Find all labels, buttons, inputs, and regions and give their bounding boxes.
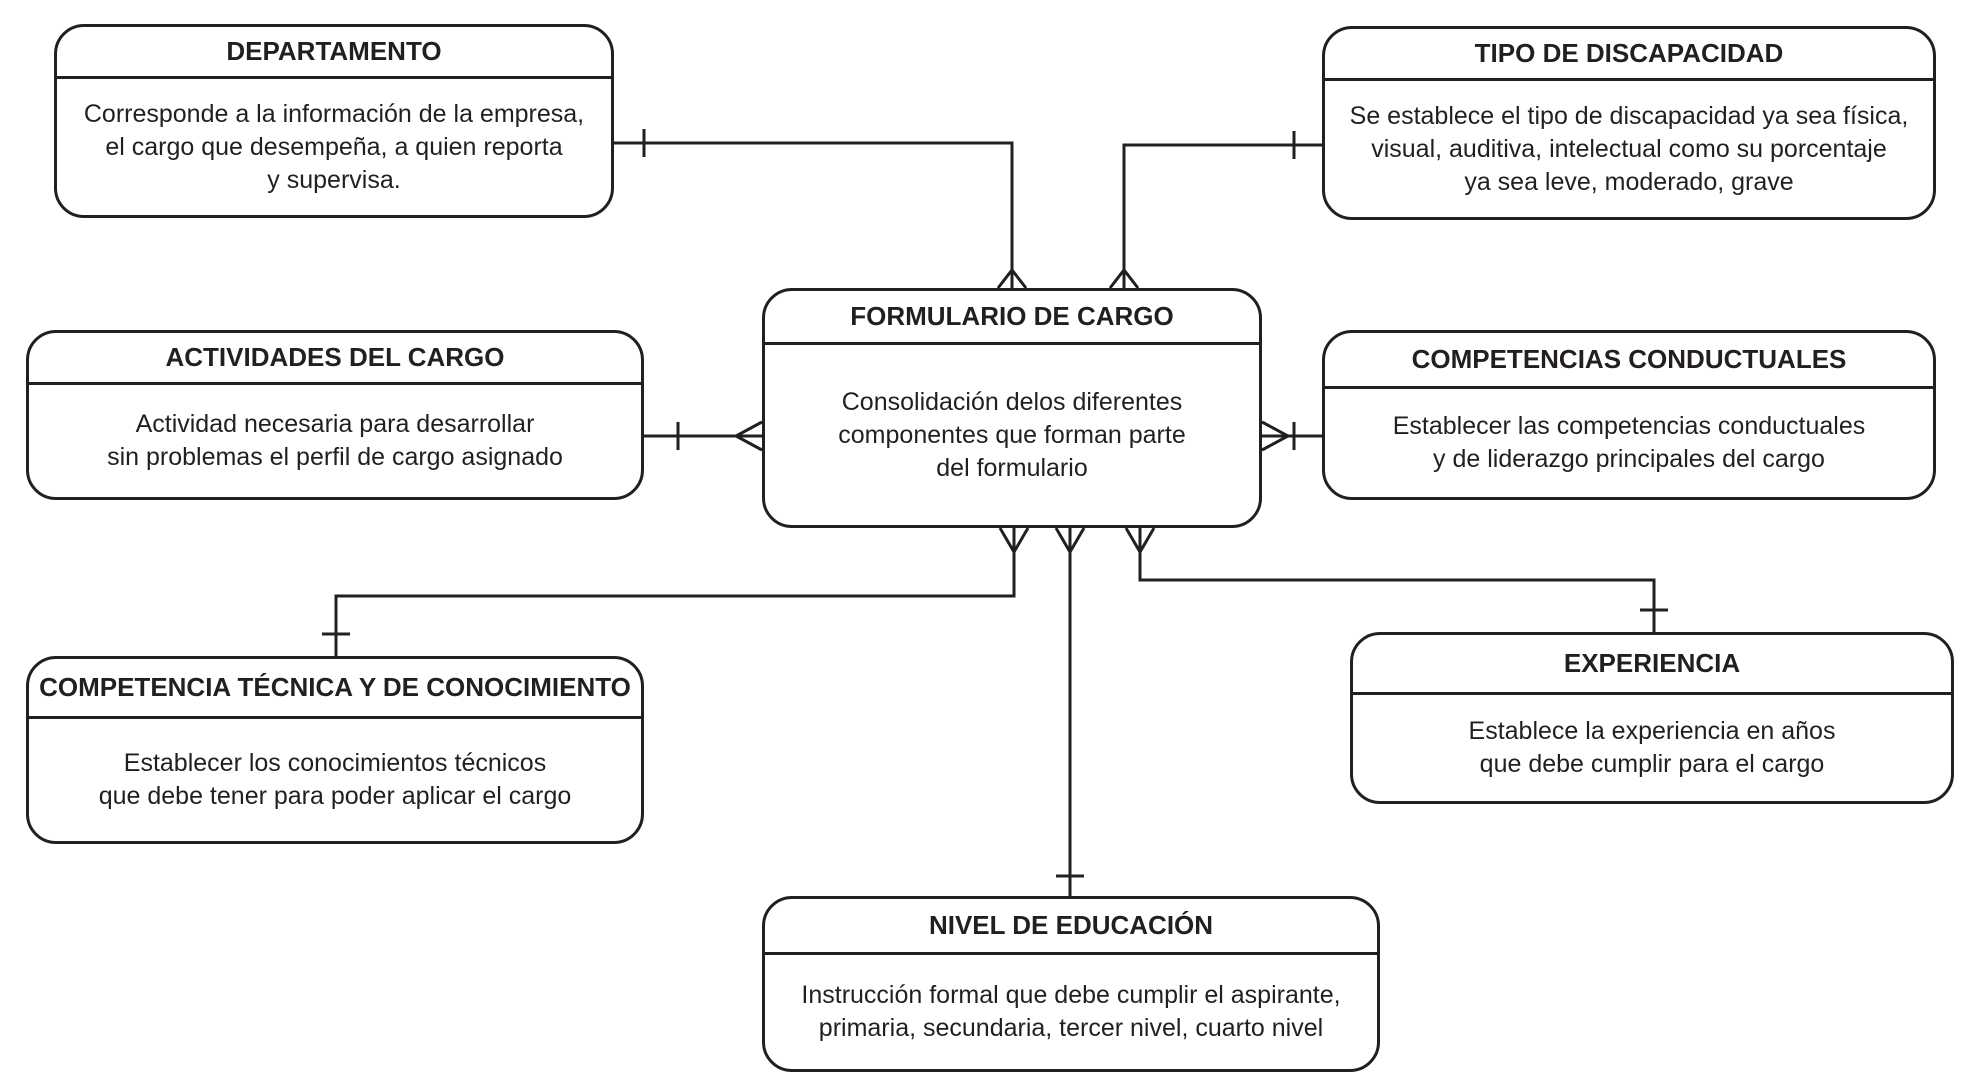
relationship-formulario-educacion	[1054, 527, 1086, 896]
entity-description: Se establece el tipo de discapacidad ya …	[1325, 81, 1933, 217]
description-line: que debe tener para poder aplicar el car…	[98, 782, 572, 810]
entity-title: COMPETENCIAS CONDUCTUALES	[1325, 333, 1933, 389]
description-line: y supervisa.	[267, 165, 401, 194]
entity-description: Establece la experiencia en años que deb…	[1353, 695, 1951, 801]
description-line: Se establece el tipo de discapacidad ya …	[1349, 101, 1909, 130]
description-line: que debe cumplir para el cargo	[1479, 750, 1825, 778]
description-line: Instrucción formal que debe cumplir el a…	[801, 981, 1341, 1009]
entity-title: ACTIVIDADES DEL CARGO	[29, 333, 641, 385]
entity-title: FORMULARIO DE CARGO	[765, 291, 1259, 345]
relationship-formulario-competencias-conductuales	[1261, 420, 1322, 452]
relationship-formulario-experiencia	[1124, 527, 1668, 632]
description-line: sin problemas el perfil de cargo asignad…	[107, 443, 563, 471]
entity-description: Establecer las competencias conductuales…	[1325, 389, 1933, 497]
entity-competencias-conductuales: COMPETENCIAS CONDUCTUALES Establecer las…	[1322, 330, 1936, 500]
description-line: Consolidación delos diferentes	[841, 387, 1183, 416]
description-line: visual, auditiva, intelectual como su po…	[1371, 134, 1887, 163]
entity-title: NIVEL DE EDUCACIÓN	[765, 899, 1377, 955]
relationship-formulario-competencia-tecnica	[322, 527, 1030, 656]
entity-title: EXPERIENCIA	[1353, 635, 1951, 695]
entity-tipo-discapacidad: TIPO DE DISCAPACIDAD Se establece el tip…	[1322, 26, 1936, 220]
entity-experiencia: EXPERIENCIA Establece la experiencia en …	[1350, 632, 1954, 804]
entity-nivel-educacion: NIVEL DE EDUCACIÓN Instrucción formal qu…	[762, 896, 1380, 1072]
relationship-formulario-discapacidad	[1108, 131, 1322, 289]
description-line: Corresponde a la información de la empre…	[83, 99, 585, 128]
entity-actividades-cargo: ACTIVIDADES DEL CARGO Actividad necesari…	[26, 330, 644, 500]
entity-description: Consolidación delos diferentes component…	[765, 345, 1259, 525]
entity-description: Actividad necesaria para desarrollar sin…	[29, 385, 641, 497]
description-line: el cargo que desempeña, a quien reporta	[105, 132, 563, 161]
entity-formulario-cargo: FORMULARIO DE CARGO Consolidación delos …	[762, 288, 1262, 528]
description-line: del formulario	[936, 453, 1088, 482]
relationship-formulario-actividades	[644, 420, 763, 452]
entity-title: TIPO DE DISCAPACIDAD	[1325, 29, 1933, 81]
entity-title: DEPARTAMENTO	[57, 27, 611, 79]
relationship-formulario-departamento	[614, 129, 1028, 289]
entity-description: Instrucción formal que debe cumplir el a…	[765, 955, 1377, 1069]
entity-competencia-tecnica: COMPETENCIA TÉCNICA Y DE CONOCIMIENTO Es…	[26, 656, 644, 844]
description-line: Establecer las competencias conductuales	[1392, 412, 1866, 440]
description-line: componentes que forman parte	[838, 420, 1186, 449]
description-line: primaria, secundaria, tercer nivel, cuar…	[818, 1014, 1324, 1042]
description-line: Establecer los conocimientos técnicos	[123, 749, 547, 777]
entity-departamento: DEPARTAMENTO Corresponde a la informació…	[54, 24, 614, 218]
entity-description: Establecer los conocimientos técnicos qu…	[29, 719, 641, 841]
description-line: y de liderazgo principales del cargo	[1433, 445, 1825, 473]
description-line: ya sea leve, moderado, grave	[1464, 167, 1794, 196]
entity-description: Corresponde a la información de la empre…	[57, 79, 611, 215]
entity-title: COMPETENCIA TÉCNICA Y DE CONOCIMIENTO	[29, 659, 641, 719]
description-line: Establece la experiencia en años	[1468, 717, 1836, 745]
description-line: Actividad necesaria para desarrollar	[135, 410, 535, 438]
